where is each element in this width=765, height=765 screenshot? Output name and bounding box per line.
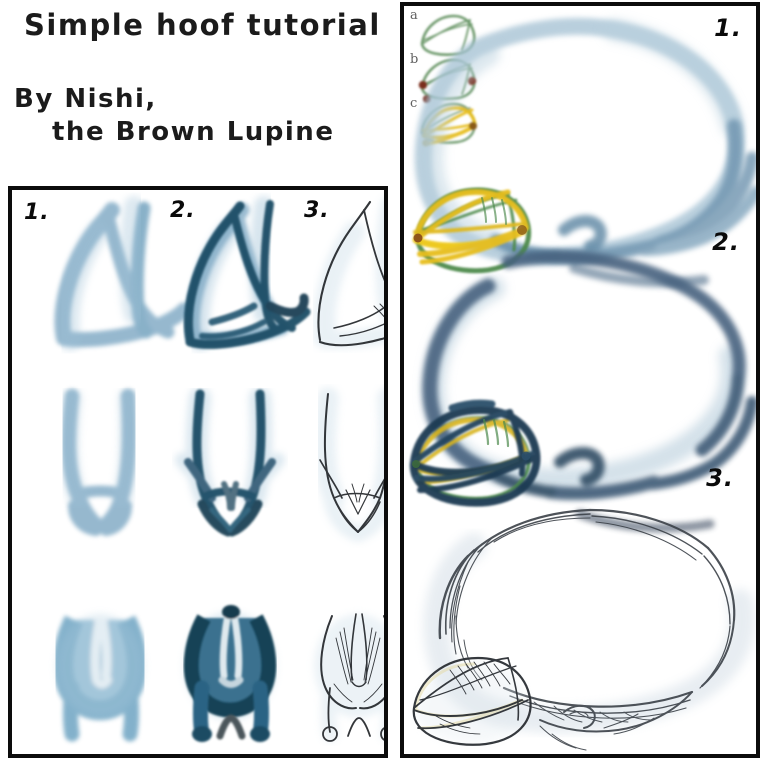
step-label-1: 1. bbox=[24, 200, 50, 225]
step-grid-panel: 1. 2. 3. bbox=[8, 186, 388, 758]
hoof-step-drawings bbox=[53, 196, 384, 742]
author-subtitle: the Brown Lupine bbox=[52, 117, 335, 147]
title-block: Simple hoof tutorial By Nishi, the Brown… bbox=[0, 0, 392, 186]
step-label-2: 2. bbox=[170, 198, 196, 223]
step-label-3: 3. bbox=[304, 198, 330, 223]
legend-label-b: b bbox=[410, 52, 419, 67]
right-step-label-1: 1. bbox=[714, 14, 742, 42]
legend-label-a: a bbox=[410, 8, 418, 23]
right-step-label-3: 3. bbox=[706, 464, 734, 492]
full-leg-panel: 1. 2. 3. a b c bbox=[400, 2, 760, 758]
right-step-label-2: 2. bbox=[712, 228, 740, 256]
leg-step-drawings bbox=[409, 14, 756, 751]
legend-label-c: c bbox=[410, 96, 418, 111]
author-line: By Nishi, bbox=[14, 84, 157, 114]
page-title: Simple hoof tutorial bbox=[24, 8, 381, 42]
